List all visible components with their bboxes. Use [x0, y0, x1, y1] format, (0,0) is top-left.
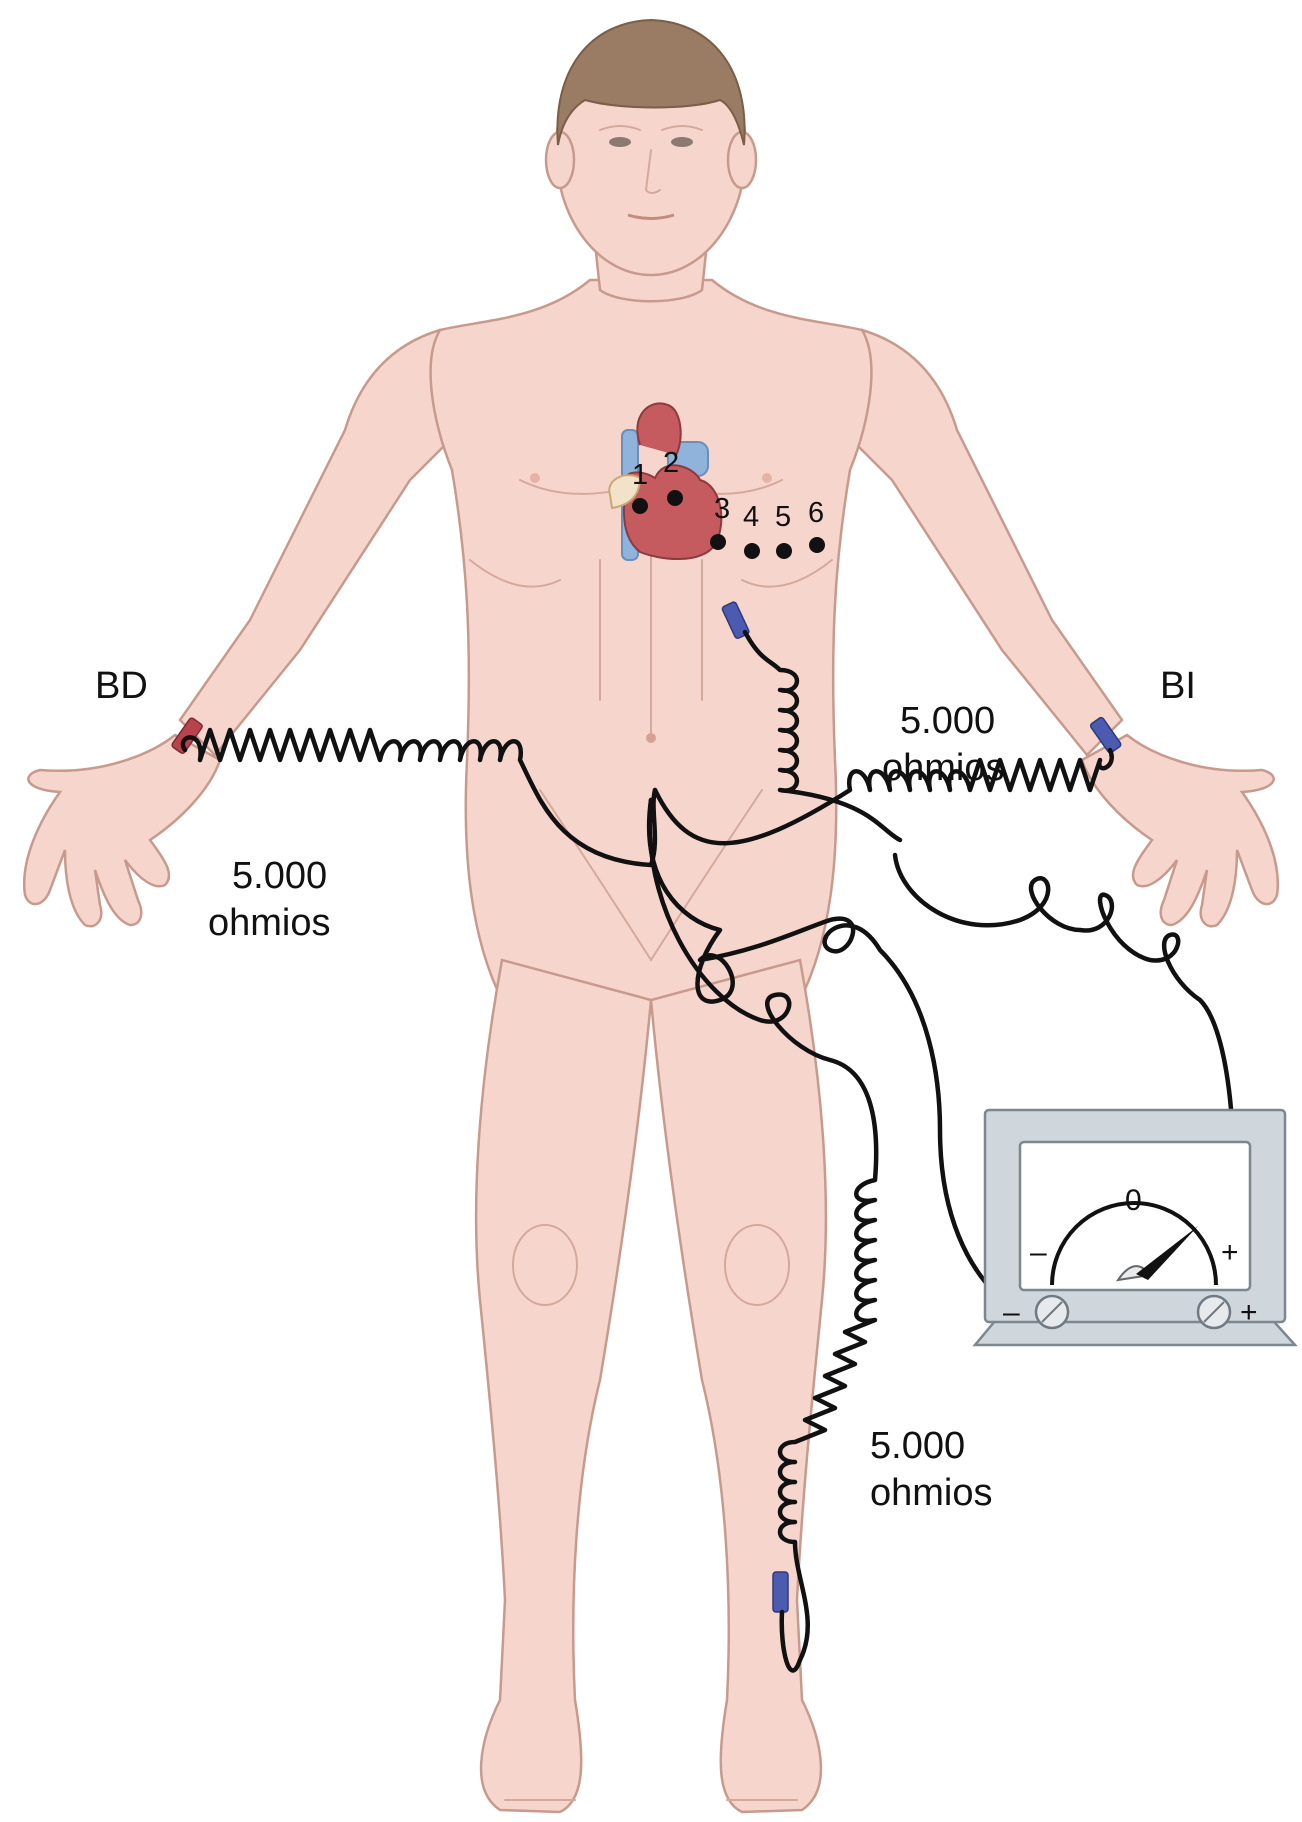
meter-minus-label: –: [1030, 1236, 1047, 1269]
resistor-1-unit: ohmios: [208, 902, 331, 944]
chest-lead-dot-5: [776, 543, 792, 559]
chest-lead-label-3: 3: [714, 493, 730, 525]
left-arm: [832, 330, 1122, 755]
galvanometer: 0 – + – +: [975, 1110, 1295, 1345]
resistor-3-value: 5.000: [870, 1425, 965, 1467]
chest-lead-label-4: 4: [743, 501, 759, 533]
resistor-2-value: 5.000: [900, 700, 995, 742]
terminal-minus-label: –: [1003, 1296, 1020, 1329]
right-arm: [180, 330, 470, 755]
left-leg-electrode: [773, 1572, 788, 1612]
chest-lead-dot-6: [809, 537, 825, 553]
right-ear: [546, 132, 574, 188]
chest-lead-dot-2: [667, 490, 683, 506]
right-leg: [476, 960, 651, 1812]
chest-lead-label-6: 6: [808, 497, 824, 529]
terminal-plus-label: +: [1240, 1296, 1258, 1329]
chest-lead-label-5: 5: [775, 501, 791, 533]
right-arm-label: BD: [95, 665, 148, 707]
chest-lead-label-1: 1: [632, 459, 648, 491]
resistor-1-value: 5.000: [232, 855, 327, 897]
left-arm-label: BI: [1160, 665, 1196, 707]
meter-zero-label: 0: [1125, 1184, 1142, 1217]
chest-lead-label-2: 2: [663, 447, 679, 479]
chest-lead-dot-3: [710, 534, 726, 550]
left-leg: [651, 960, 826, 1812]
resistor-3-unit: ohmios: [870, 1472, 993, 1514]
chest-lead-dot-4: [744, 543, 760, 559]
chest-lead-dot-1: [632, 498, 648, 514]
right-hand: [24, 735, 220, 926]
meter-plus-label: +: [1221, 1236, 1239, 1269]
resistor-2-unit: ohmios: [882, 747, 1005, 789]
